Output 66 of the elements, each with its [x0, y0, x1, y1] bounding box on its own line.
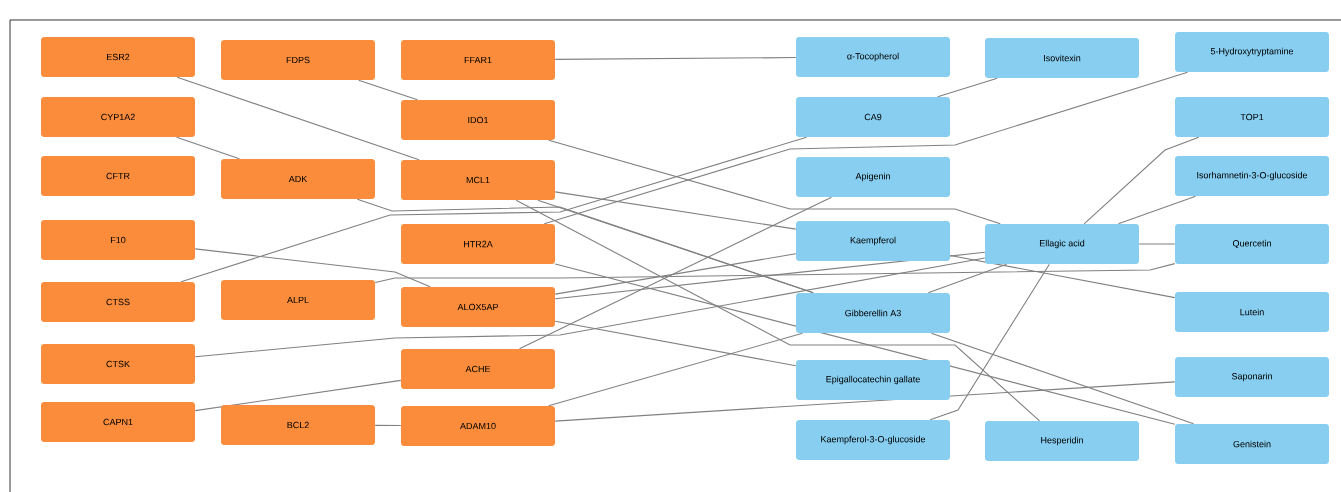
rounded-box: Isorhamnetin-3-O-glucoside	[1175, 156, 1329, 196]
connector-line	[949, 254, 1176, 299]
connector-line	[548, 139, 1001, 225]
rounded-box: ESR2	[41, 37, 195, 77]
connector-line	[194, 257, 986, 358]
connector-line	[554, 253, 797, 295]
connector-line	[937, 77, 998, 98]
rounded-box: Lutein	[1175, 292, 1329, 332]
rounded-box: FDPS	[221, 40, 375, 80]
rounded-box: 5-Hydroxytryptamine	[1175, 32, 1329, 72]
rounded-box: Ellagic acid	[985, 224, 1139, 264]
connector-line	[176, 76, 420, 161]
rounded-box: Kaempferol	[796, 221, 950, 261]
rounded-box: ALOX5AP	[401, 287, 555, 327]
connector-line	[356, 198, 814, 294]
connector-line	[554, 320, 797, 367]
rounded-box: FFAR1	[401, 40, 555, 80]
connector-line	[927, 263, 1008, 294]
rounded-box: Apigenin	[796, 157, 950, 197]
rounded-box: CYP1A2	[41, 97, 195, 137]
connector-line	[1138, 243, 1176, 245]
connector-line	[518, 196, 833, 350]
connector-line	[537, 199, 814, 294]
rounded-box: Hesperidin	[985, 421, 1139, 461]
rounded-box: IDO1	[401, 100, 555, 140]
rounded-box: Saponarin	[1175, 357, 1329, 397]
connector-line	[180, 136, 808, 283]
rounded-box: Kaempferol-3-O-glucoside	[796, 420, 950, 460]
rounded-box: MCL1	[401, 160, 555, 200]
connector-line	[194, 379, 402, 412]
rounded-box: ADK	[221, 159, 375, 199]
connector-line	[554, 263, 1176, 425]
rounded-box: BCL2	[221, 405, 375, 445]
connector-line	[515, 199, 1041, 422]
rounded-box: ADAM10	[401, 406, 555, 446]
rounded-box: CTSS	[41, 282, 195, 322]
connector-line	[358, 79, 418, 101]
rounded-box: CTSK	[41, 344, 195, 384]
rounded-box: Epigallocatechin gallate	[796, 360, 950, 400]
connector-line	[176, 136, 240, 160]
connector-line	[554, 381, 1176, 422]
rounded-box: CFTR	[41, 156, 195, 196]
rounded-box: ALPL	[221, 280, 375, 320]
rounded-box: CAPN1	[41, 402, 195, 442]
rounded-box: TOP1	[1175, 97, 1329, 137]
connector-line	[374, 424, 402, 427]
rounded-box: Genistein	[1175, 424, 1329, 464]
rounded-box: α-Tocopherol	[796, 37, 950, 77]
connector-line	[554, 251, 986, 300]
connector-line	[554, 191, 797, 230]
connector-line	[548, 332, 804, 407]
connector-line	[554, 57, 797, 60]
connector-line	[194, 248, 431, 288]
rounded-box: HTR2A	[401, 224, 555, 264]
rounded-box: Isovitexin	[985, 38, 1139, 78]
rounded-box: CA9	[796, 97, 950, 137]
connector-line	[1083, 136, 1200, 225]
connector-line	[374, 263, 1176, 284]
connector-line	[1117, 195, 1197, 225]
connector-line	[543, 71, 1189, 225]
rounded-box: Gibberellin A3	[796, 293, 950, 333]
rounded-box: F10	[41, 220, 195, 260]
connector-line	[930, 332, 1195, 425]
rounded-box: Quercetin	[1175, 224, 1329, 264]
rounded-box: ACHE	[401, 349, 555, 389]
connector-line	[929, 263, 1050, 421]
